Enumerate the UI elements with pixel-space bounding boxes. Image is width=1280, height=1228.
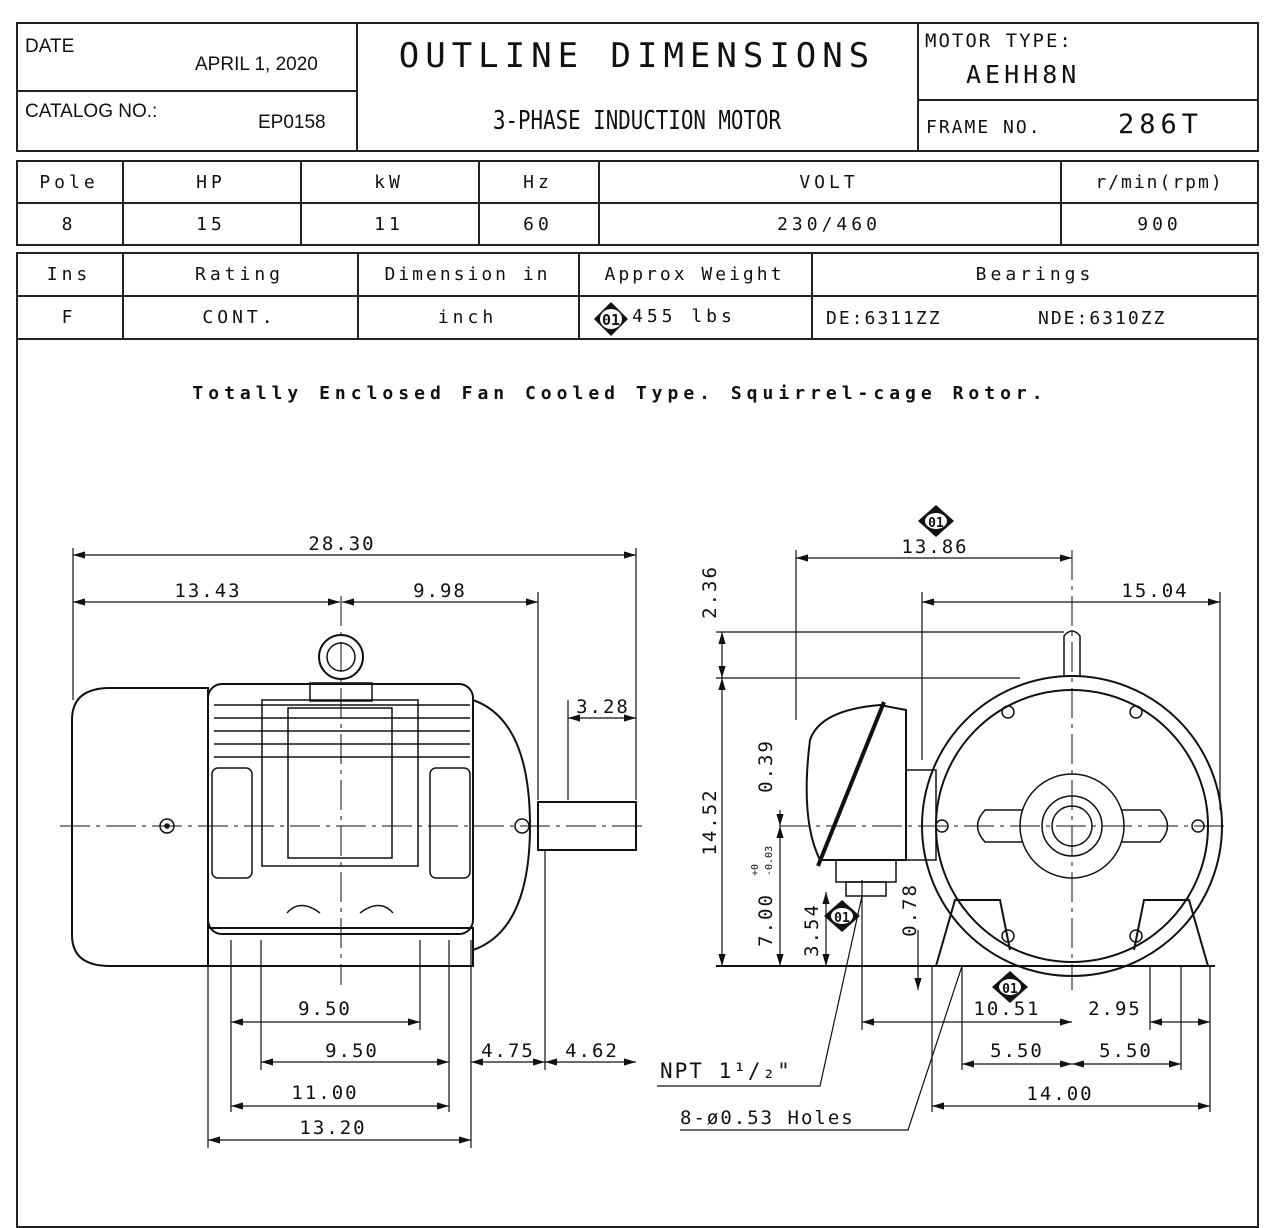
dim-4-75: 4.75 [481,1040,535,1062]
svg-text:01: 01 [1002,982,1018,997]
dim-overall-height: 14.52 [699,788,721,855]
frame-value: 286T [1118,109,1204,140]
date-value: APRIL 1, 2020 [195,54,318,75]
divider [578,252,580,340]
dim-shaft-height-tol-lower: -0.03 [764,846,775,876]
value-rating: CONT. [202,307,277,328]
value-weight: 455 lbs [632,306,736,327]
page-title: OUTLINE DIMENSIONS [398,36,876,76]
divider [122,160,124,246]
header-volt: VOLT [799,171,859,193]
frame-label: FRAME NO. [926,117,1042,138]
side-view-motor [60,596,648,985]
header-pole: Pole [39,171,99,193]
header-rating: Rating [194,264,285,285]
dim-lifting-to-side: 15.04 [1121,580,1188,602]
dim-overall-length: 28.30 [308,533,375,555]
dim-foot-thickness: 0.78 [899,883,921,937]
divider [16,90,357,92]
header-hp: HP [196,171,226,193]
drawing-caption: Totally Enclosed Fan Cooled Type. Squirr… [192,383,1048,404]
dim-shaft-height-tol-upper: +0 [750,864,761,876]
value-pole: 8 [61,213,77,235]
dim-foot-hole-a: 9.50 [298,998,352,1020]
value-dimension: inch [437,307,498,328]
divider [811,252,813,340]
value-bearing-nde: NDE:6310ZZ [1038,308,1167,329]
dim-conduit-height: 3.54 [801,903,823,957]
divider [16,202,1259,204]
page-subtitle: 3-PHASE INDUCTION MOTOR [492,106,782,136]
svg-text:01: 01 [602,311,620,329]
revision-diamond-icon: 01 [992,971,1028,1003]
divider [122,252,124,340]
date-label: DATE [25,36,75,57]
revision-diamond-icon: 01 [824,900,860,932]
header-dimension: Dimension in [384,264,551,285]
value-volt: 230/460 [777,213,881,235]
header-rpm: r/min(rpm) [1095,171,1224,193]
value-bearing-de: DE:6311ZZ [826,308,942,329]
divider [478,160,480,246]
divider [357,252,359,340]
dim-half-foot-b: 5.50 [1099,1040,1153,1062]
header-weight: Approx Weight [604,264,785,285]
dim-4-62: 4.62 [565,1040,619,1062]
header-hz: Hz [523,171,553,193]
dim-2-95: 2.95 [1088,998,1142,1020]
catalog-label: CATALOG NO.: [25,101,158,122]
divider [16,295,1259,297]
dim-base-length: 13.20 [299,1117,366,1139]
header-ins: Ins [46,264,92,285]
dim-fan-end-to-center: 13.43 [174,580,241,602]
value-kw: 11 [374,213,404,235]
dim-foot-hole-b: 9.50 [325,1040,379,1062]
motor-type-value: AEHH8N [966,60,1081,89]
value-ins: F [61,307,77,328]
dim-half-foot-a: 5.50 [990,1040,1044,1062]
dim-foot-span: 11.00 [291,1082,358,1104]
svg-text:01: 01 [834,911,850,926]
revision-diamond-icon: 01 [918,505,954,537]
divider [300,160,302,246]
dim-foot-width: 14.00 [1026,1083,1093,1105]
dim-center-to-shoulder: 9.98 [413,580,467,602]
value-hp: 15 [196,213,226,235]
conduit-note: NPT 1¹/₂" [660,1059,792,1083]
dim-top-offset: 2.36 [699,565,721,619]
value-hz: 60 [523,213,553,235]
divider [1060,160,1062,246]
dim-conduit-to-center: 10.51 [973,998,1040,1020]
end-view-motor [716,550,1225,990]
divider [917,22,919,152]
value-rpm: 900 [1137,213,1182,235]
dim-0-39: 0.39 [755,739,777,793]
svg-text:01: 01 [928,516,944,531]
dim-shaft-length: 3.28 [576,696,630,718]
dim-shaft-height: 7.00 [755,893,777,947]
divider [917,99,1259,101]
dim-terminal-box-width: 13.86 [901,536,968,558]
divider [598,160,600,246]
catalog-value: EP0158 [258,112,326,133]
title-block [16,22,1259,152]
revision-diamond-icon: 01 [594,302,628,336]
motor-type-label: MOTOR TYPE: [925,30,1073,52]
holes-note: 8-ø0.53 Holes [680,1107,855,1129]
header-bearings: Bearings [975,264,1095,285]
divider [356,22,358,152]
header-kw: kW [374,171,404,193]
